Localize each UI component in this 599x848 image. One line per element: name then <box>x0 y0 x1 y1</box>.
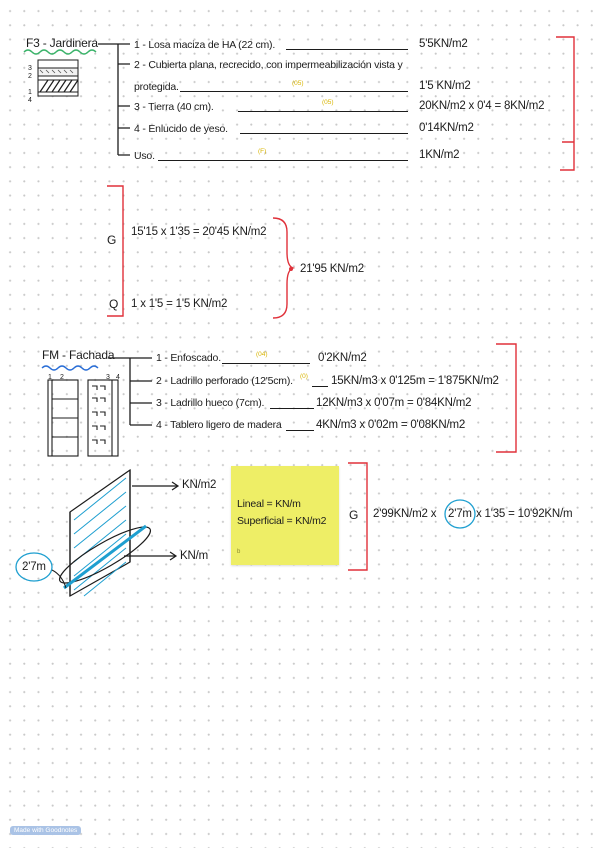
title-underline-f3 <box>23 49 97 55</box>
sticky-note-line-1: Lineal = KN/m <box>237 498 301 510</box>
arrow-to-area-load <box>132 481 180 491</box>
layer-stack-icon-f3 <box>37 59 79 97</box>
combination-g-expression: 15'15 x 1'35 = 20'45 KN/m2 <box>131 226 267 238</box>
sketch-area-load-label: KN/m2 <box>182 479 217 491</box>
combination-q-expression: 1 x 1'5 = 1'5 KN/m2 <box>131 298 228 310</box>
combination-total: 21'95 KN/m2 <box>300 263 364 275</box>
sketch-line-load-label: KN/m <box>180 550 208 562</box>
leader-line <box>270 408 314 409</box>
beam-ellipse-sketch <box>58 526 152 584</box>
wall-number: 1 <box>48 374 52 381</box>
fachada-item-2-tag: (0) <box>300 373 308 380</box>
jardinera-use-label: Uso. <box>134 150 155 162</box>
jardinera-item-3-label: 3 - Tierra (40 cm). <box>134 101 214 113</box>
jardinera-item-1-value: 5'5KN/m2 <box>419 38 468 50</box>
goodnotes-badge: Made with Goodnotes <box>10 826 82 835</box>
layer-number: 4 <box>28 97 32 104</box>
fachada-item-1-label: 1 - Enfoscado. <box>156 352 221 364</box>
beam-line-sketch <box>63 524 147 590</box>
jardinera-title: F3 - Jardinera <box>26 36 98 50</box>
wall-number: 2 <box>60 374 64 381</box>
wall-panel-sketch <box>69 468 131 598</box>
curly-brace-gq <box>272 217 296 319</box>
jardinera-item-4-label: 4 - Enlucido de yeso. <box>134 123 228 135</box>
jardinera-item-3-value: 20KN/m2 x 0'4 = 8KN/m2 <box>419 100 545 112</box>
fachada-item-4-label: 4 - Tablero ligero de madera <box>156 419 282 431</box>
jardinera-item-2-label: 2 - Cubierta plana, recrecido, con imper… <box>134 59 403 71</box>
sticky-note-line-2: Superficial = KN/m2 <box>237 515 327 527</box>
leader-line <box>286 49 408 50</box>
title-underline-fm <box>41 365 99 371</box>
jardinera-item-2-label-cont: protegida. <box>134 81 179 93</box>
sketch-length-label: 2'7m <box>22 561 46 573</box>
jardinera-use-tag: (F) <box>258 148 267 155</box>
leader-line <box>286 430 314 431</box>
leader-line <box>240 133 408 134</box>
jardinera-item-3-tag: (05) <box>322 99 334 106</box>
fachada-item-1-value: 0'2KN/m2 <box>318 352 367 364</box>
jardinera-item-2-value: 1'5 KN/m2 <box>419 80 471 92</box>
layer-number: 2 <box>28 73 32 80</box>
final-expression-part-a: 2'99KN/m2 x <box>373 508 437 520</box>
arrow-to-line-load <box>124 551 178 561</box>
layer-number: 1 <box>28 89 32 96</box>
fachada-item-3-label: 3 - Ladrillo hueco (7cm). <box>156 397 265 409</box>
length-connector <box>51 569 67 589</box>
sticky-note: Lineal = KN/m Superficial = KN/m2 b <box>231 466 339 565</box>
jardinera-item-4-value: 0'14KN/m2 <box>419 122 474 134</box>
leader-line <box>222 363 310 364</box>
wall-icon-fm-right <box>87 379 119 457</box>
final-expression-part-b: x 1'35 = 10'92KN/m <box>476 508 573 520</box>
wall-number: 3 <box>106 374 110 381</box>
final-expression-circled-length: 2'7m <box>448 508 472 520</box>
fachada-item-3-value: 12KN/m3 x 0'07m = 0'84KN/m2 <box>316 397 472 409</box>
jardinera-item-2-tag: (05) <box>292 80 304 87</box>
combination-g-label: G <box>107 233 117 247</box>
length-circle <box>15 552 53 582</box>
wall-number: 4 <box>116 374 120 381</box>
jardinera-item-1-label: 1 - Losa maciza de HA (22 cm). <box>134 39 276 51</box>
leader-line <box>158 160 408 161</box>
bracket-gq <box>107 185 124 317</box>
fachada-title: FM - Fachada <box>42 348 115 362</box>
fachada-item-2-label: 2 - Ladrillo perforado (12'5cm). <box>156 375 293 387</box>
wall-icon-fm-left <box>47 379 79 457</box>
jardinera-use-value: 1KN/m2 <box>419 149 460 161</box>
leader-line <box>180 91 408 92</box>
fachada-item-1-tag: (04) <box>256 351 268 358</box>
bracket-f3 <box>556 36 575 171</box>
final-g-label: G <box>349 508 359 522</box>
leader-line <box>312 386 328 387</box>
leader-line <box>238 111 408 112</box>
final-length-circle <box>444 499 476 529</box>
layer-number: 3 <box>28 65 32 72</box>
tree-f3 <box>98 43 130 156</box>
bracket-final <box>348 462 368 571</box>
bracket-fm <box>496 343 517 453</box>
fachada-item-4-value: 4KN/m3 x 0'02m = 0'08KN/m2 <box>316 419 466 431</box>
fachada-item-2-value: 15KN/m3 x 0'125m = 1'875KN/m2 <box>331 375 499 387</box>
tree-fm <box>108 357 152 426</box>
sticky-note-corner-mark: b <box>237 549 241 555</box>
combination-q-label: Q <box>109 297 119 311</box>
